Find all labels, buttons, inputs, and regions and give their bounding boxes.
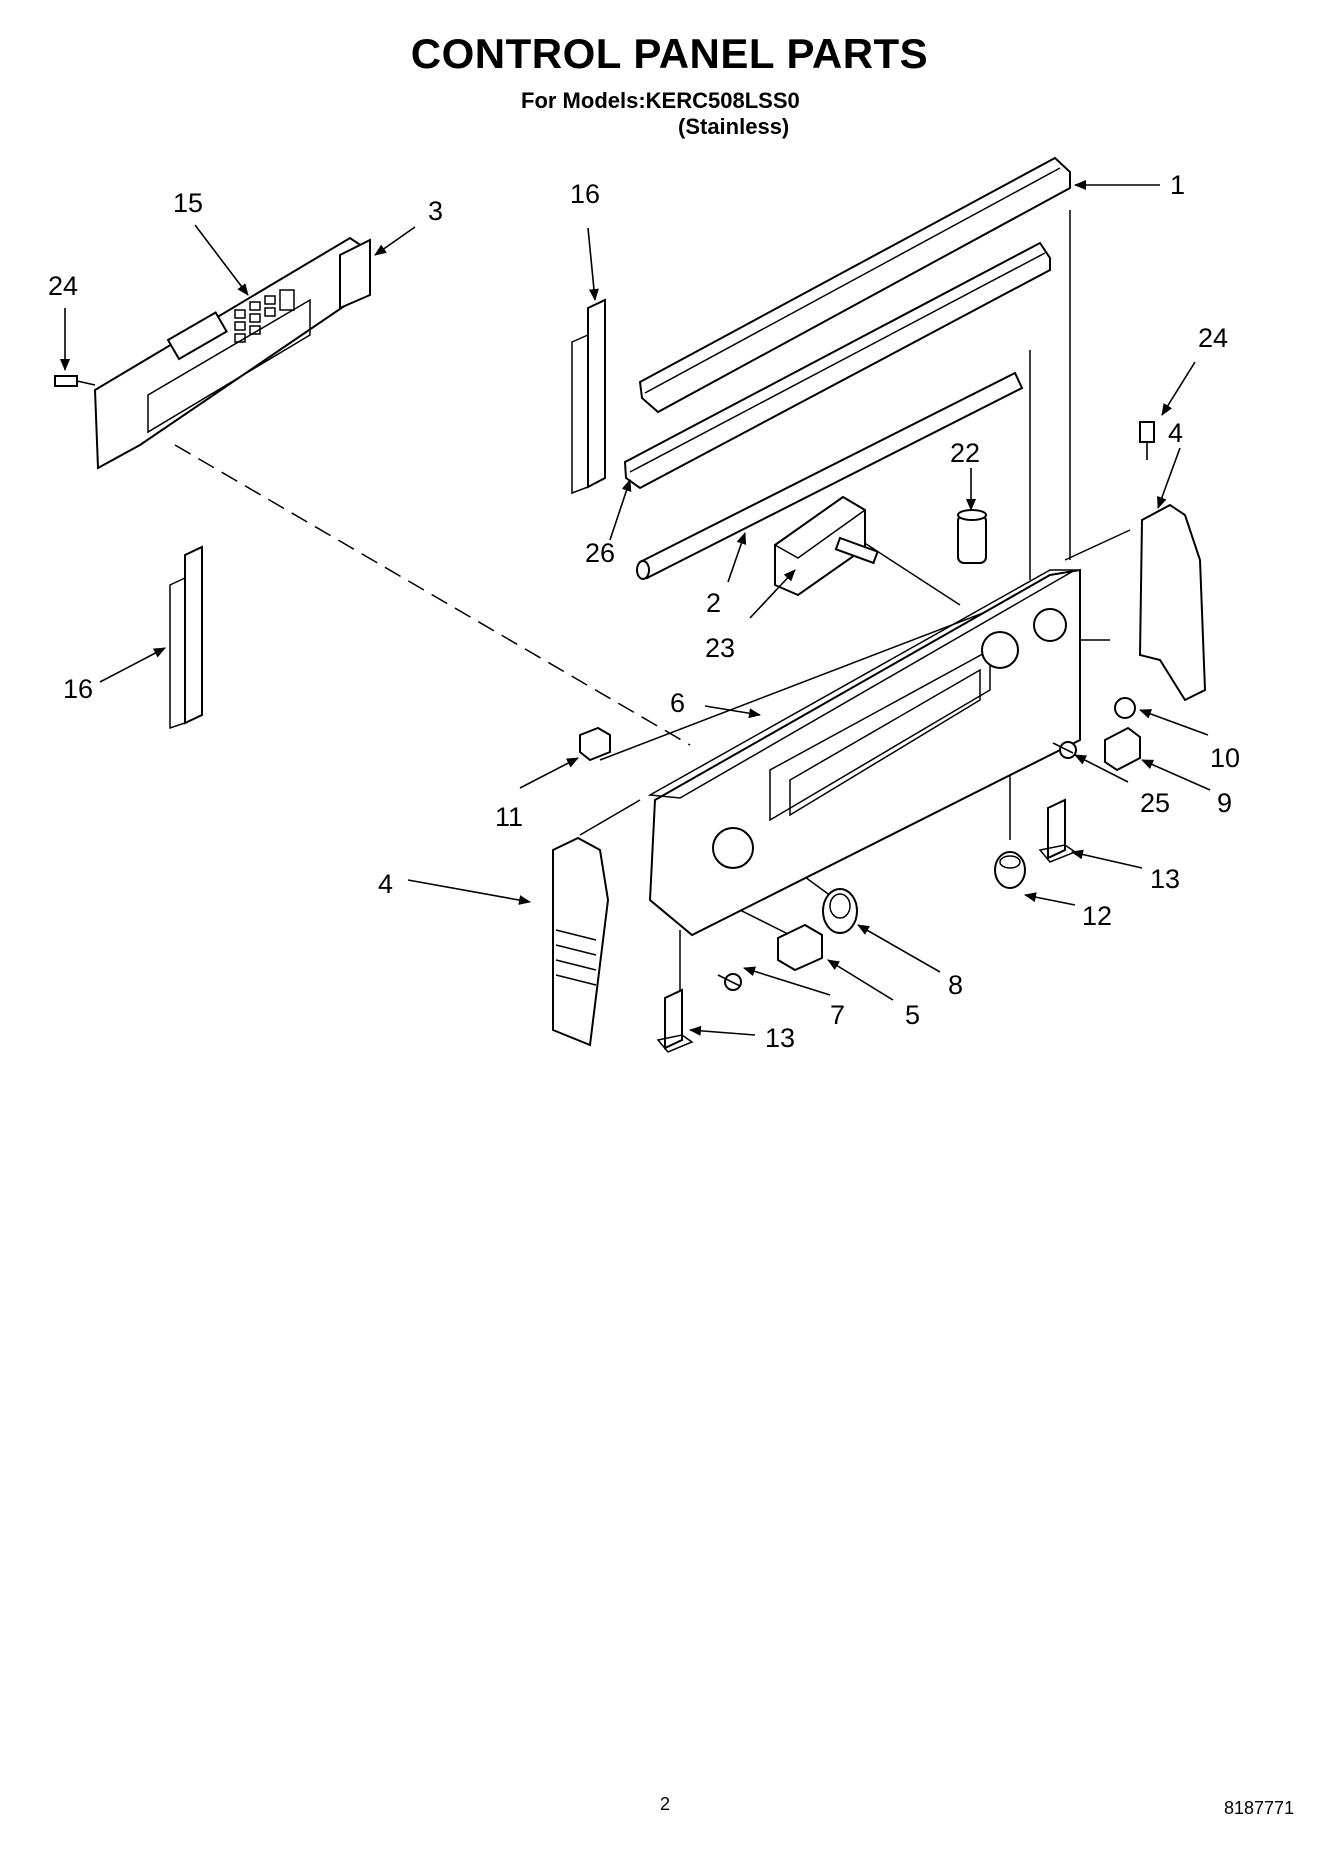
part-knob <box>822 888 858 934</box>
callout-23: 23 <box>705 633 735 663</box>
page-number: 2 <box>660 1794 671 1814</box>
leader-arrows <box>60 180 1211 1036</box>
part-fluorescent-tube <box>636 371 1024 580</box>
callout-9: 9 <box>1217 788 1232 818</box>
part-electronic-control <box>93 236 366 470</box>
part-clip <box>579 726 611 762</box>
model-variant: (Stainless) <box>678 114 790 139</box>
callout-16-lower: 16 <box>63 674 93 704</box>
callout-10: 10 <box>1210 743 1240 773</box>
callout-2: 2 <box>706 588 721 618</box>
part-control-panel <box>647 568 1081 937</box>
part-end-cap-upper <box>571 298 606 495</box>
part-side-bracket-right <box>1138 503 1207 702</box>
part-side-trim-left <box>552 836 610 1047</box>
part-indicator-light <box>1114 697 1136 719</box>
callout-1: 1 <box>1170 170 1185 200</box>
part-screw-right-lower <box>1052 741 1077 759</box>
model-info: For Models:KERC508LSS0 (Stainless) <box>521 88 800 140</box>
part-top-trim <box>638 156 1071 414</box>
callout-16-upper: 16 <box>570 179 600 209</box>
callout-13-lower: 13 <box>765 1023 795 1053</box>
part-capacitor <box>957 509 987 564</box>
callout-24-right: 24 <box>1198 323 1228 353</box>
part-leg-right <box>1038 798 1077 863</box>
page-title: CONTROL PANEL PARTS <box>410 30 929 77</box>
callout-24-left: 24 <box>48 271 78 301</box>
part-trim-strip <box>623 241 1051 490</box>
callout-4-left: 4 <box>378 869 393 899</box>
callout-labels: 1 2 3 4 4 5 6 7 8 9 10 11 12 13 13 15 16… <box>48 170 1240 1053</box>
callout-26: 26 <box>585 538 615 568</box>
callout-5: 5 <box>905 1000 920 1030</box>
part-control-bracket <box>339 238 371 310</box>
part-switch-right <box>1104 726 1141 772</box>
callout-3: 3 <box>428 196 443 226</box>
part-switch <box>777 923 823 972</box>
document-number: 8187771 <box>1224 1798 1295 1818</box>
part-end-cap-lower <box>169 545 203 730</box>
part-socket <box>994 851 1026 889</box>
callout-22: 22 <box>950 438 980 468</box>
callout-6: 6 <box>670 688 685 718</box>
part-leg-lower <box>656 988 694 1053</box>
callout-15: 15 <box>173 188 203 218</box>
callout-8: 8 <box>948 970 963 1000</box>
callout-13-right: 13 <box>1150 864 1180 894</box>
model-line: For Models:KERC508LSS0 <box>521 88 800 113</box>
part-ballast <box>773 495 879 597</box>
callout-7: 7 <box>830 1000 845 1030</box>
callout-11: 11 <box>495 802 523 832</box>
part-screw-left <box>54 375 96 387</box>
callout-4-right: 4 <box>1168 418 1183 448</box>
callout-12: 12 <box>1082 901 1112 931</box>
callout-25: 25 <box>1140 788 1170 818</box>
part-screw-right <box>1139 421 1155 460</box>
part-screw-lower <box>717 973 742 991</box>
